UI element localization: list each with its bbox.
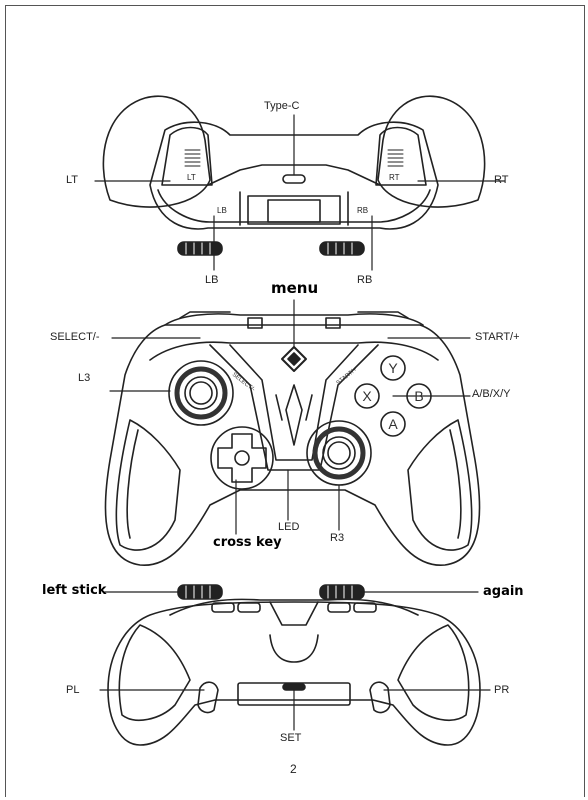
rt-label: RT <box>494 174 509 186</box>
start-label: START/+ <box>475 331 520 343</box>
back-view-controller <box>99 584 491 746</box>
lt-trigger <box>161 126 213 186</box>
menu-label: menu <box>271 279 319 297</box>
top-view-controller <box>94 95 506 271</box>
a-button <box>380 411 406 437</box>
select-label: SELECT/- <box>50 331 100 343</box>
dpad <box>210 426 274 490</box>
left-stick <box>168 360 234 426</box>
pr-paddle <box>369 681 391 714</box>
front-view-controller <box>104 299 481 566</box>
pr-label: PR <box>494 684 510 696</box>
cross-key-label: cross key <box>213 535 282 550</box>
select-engraved-label: SELECT/- <box>231 372 256 393</box>
led-label: LED <box>278 521 300 533</box>
a-button-label: A <box>388 416 398 432</box>
x-button-label: X <box>362 388 372 404</box>
rt-vent-lines <box>387 149 404 167</box>
rt-inner-label: RT <box>389 173 400 182</box>
rb-label: RB <box>357 274 373 286</box>
left-stick-label: left stick <box>42 583 107 598</box>
rb-bumper <box>319 241 365 256</box>
l3-label: L3 <box>78 372 91 384</box>
page-frame <box>5 5 585 797</box>
abxy-label: A/B/X/Y <box>472 388 511 400</box>
lb-inner-label: LB <box>217 206 227 215</box>
page-number: 2 <box>290 762 297 776</box>
lt-label: LT <box>66 174 79 186</box>
right-stick-wheel <box>319 584 365 600</box>
pl-label: PL <box>66 684 80 696</box>
lt-vent-lines <box>184 149 201 167</box>
set-label: SET <box>280 732 302 744</box>
set-button <box>282 683 306 691</box>
menu-button <box>281 346 307 372</box>
again-label: again <box>483 584 524 599</box>
type-c-label: Type-C <box>264 100 300 112</box>
r3-label: R3 <box>330 532 345 544</box>
x-button <box>354 383 380 409</box>
right-stick <box>306 420 372 486</box>
lb-bumper <box>177 241 223 256</box>
rt-trigger <box>375 126 427 186</box>
y-button <box>380 355 406 381</box>
lb-label: LB <box>205 274 219 286</box>
type-c-port <box>282 174 306 184</box>
b-button-label: B <box>414 388 423 404</box>
left-stick-wheel <box>177 584 223 600</box>
y-button-label: Y <box>388 360 398 376</box>
lt-inner-label: LT <box>187 173 196 182</box>
rb-inner-label: RB <box>357 206 368 215</box>
start-engraved-label: START/+ <box>336 367 359 387</box>
pl-paddle <box>197 681 219 714</box>
